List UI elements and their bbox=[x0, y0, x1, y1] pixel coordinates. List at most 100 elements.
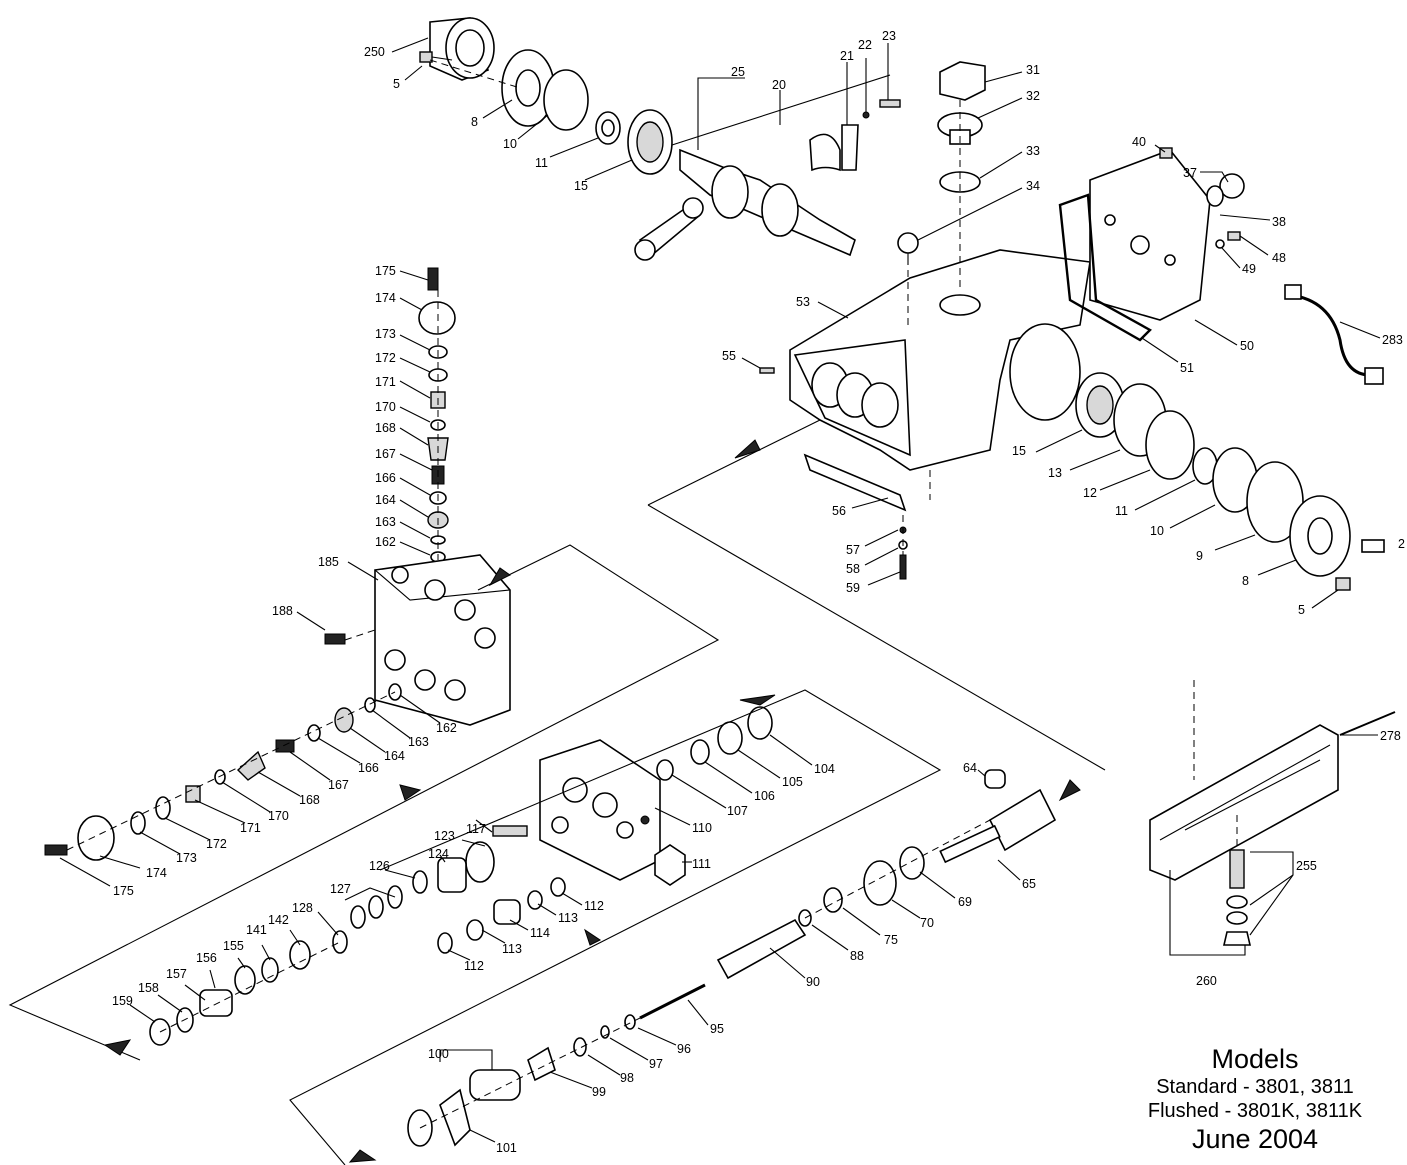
label-96: 96 bbox=[677, 1042, 691, 1056]
oring-172-left bbox=[155, 796, 171, 820]
label-113-lower: 113 bbox=[502, 942, 522, 956]
plunger-90 bbox=[716, 918, 807, 980]
label-59: 59 bbox=[846, 581, 860, 595]
label-167-left: 167 bbox=[328, 778, 349, 792]
bolt-59 bbox=[899, 554, 907, 580]
label-10-top: 10 bbox=[503, 137, 517, 151]
label-172-top: 172 bbox=[375, 351, 396, 365]
part-number-labels: 250 5 8 10 11 15 25 20 21 22 23 31 32 33… bbox=[112, 29, 1405, 1155]
label-31: 31 bbox=[1026, 63, 1040, 77]
label-283: 283 bbox=[1382, 333, 1403, 347]
label-97: 97 bbox=[649, 1057, 663, 1071]
bolt-117 bbox=[492, 825, 528, 837]
oring-38 bbox=[1206, 185, 1224, 207]
oring-112b bbox=[550, 877, 566, 897]
spring-171-left bbox=[185, 785, 201, 803]
bolt-23 bbox=[879, 99, 901, 108]
label-164-left: 164 bbox=[384, 749, 405, 763]
sight-eye-34 bbox=[897, 232, 919, 254]
label-168-left: 168 bbox=[299, 793, 320, 807]
label-34: 34 bbox=[1026, 179, 1040, 193]
key-2 bbox=[1361, 539, 1385, 553]
valve-168-left bbox=[236, 750, 266, 781]
washer-170-left bbox=[214, 769, 226, 785]
stud-255 bbox=[1229, 849, 1245, 889]
label-49: 49 bbox=[1242, 262, 1256, 276]
label-21: 21 bbox=[840, 49, 854, 63]
plane-outline-1 bbox=[647, 419, 821, 506]
models-standard: Standard - 3801, 3811 bbox=[1156, 1076, 1354, 1098]
label-260: 260 bbox=[1196, 974, 1217, 988]
label-56: 56 bbox=[832, 504, 846, 518]
label-163-top: 163 bbox=[375, 515, 396, 529]
nut-99 bbox=[527, 1046, 556, 1082]
gasket-51 bbox=[1058, 193, 1152, 342]
bolt-5-side bbox=[1335, 577, 1351, 591]
plug-37 bbox=[1219, 173, 1245, 199]
rod-cap-21 bbox=[809, 133, 841, 172]
label-107: 107 bbox=[727, 804, 748, 818]
seal-69 bbox=[899, 846, 925, 880]
pin-55 bbox=[759, 367, 775, 374]
label-98: 98 bbox=[620, 1071, 634, 1085]
label-157: 157 bbox=[166, 967, 187, 981]
label-171-left: 171 bbox=[240, 821, 261, 835]
label-174-top: 174 bbox=[375, 291, 396, 305]
oring-10-top bbox=[543, 69, 589, 131]
manifold-185 bbox=[374, 554, 511, 726]
label-162-left: 162 bbox=[436, 721, 457, 735]
rail-260 bbox=[1149, 724, 1339, 881]
label-170-left: 170 bbox=[268, 809, 289, 823]
crosshead-65 bbox=[988, 788, 1057, 852]
models-date: June 2004 bbox=[1191, 1124, 1319, 1154]
bolt-175-top bbox=[427, 267, 439, 291]
ring-113b bbox=[527, 890, 543, 910]
label-111: 111 bbox=[692, 857, 711, 871]
label-142: 142 bbox=[268, 913, 289, 927]
ring-96 bbox=[624, 1014, 636, 1030]
label-64: 64 bbox=[963, 761, 977, 775]
label-167-top: 167 bbox=[375, 447, 396, 461]
label-15-top: 15 bbox=[574, 179, 588, 193]
label-110: 110 bbox=[692, 821, 712, 835]
spring-167-left bbox=[275, 739, 295, 753]
label-166-left: 166 bbox=[358, 761, 379, 775]
label-117: 117 bbox=[466, 822, 486, 836]
oring-112a bbox=[437, 932, 453, 954]
plug-48 bbox=[1227, 231, 1241, 241]
label-55: 55 bbox=[722, 349, 736, 363]
label-171-top: 171 bbox=[375, 375, 396, 389]
label-8-side: 8 bbox=[1242, 574, 1249, 588]
label-250: 250 bbox=[364, 45, 385, 59]
washer-98 bbox=[573, 1037, 587, 1057]
label-101: 101 bbox=[496, 1141, 517, 1155]
label-166-top: 166 bbox=[375, 471, 396, 485]
label-10-side: 10 bbox=[1150, 524, 1164, 538]
label-50: 50 bbox=[1240, 339, 1254, 353]
label-13: 13 bbox=[1048, 466, 1062, 480]
bolt-278 bbox=[1339, 711, 1396, 736]
label-163-left: 163 bbox=[408, 735, 429, 749]
label-174-left: 174 bbox=[146, 866, 167, 880]
label-172-left: 172 bbox=[206, 837, 227, 851]
label-38: 38 bbox=[1272, 215, 1286, 229]
label-65: 65 bbox=[1022, 877, 1036, 891]
oring-163-left bbox=[364, 697, 376, 713]
oring-104 bbox=[747, 706, 773, 740]
ring-173-left bbox=[130, 811, 146, 835]
label-11-side: 11 bbox=[1115, 504, 1128, 518]
label-22: 22 bbox=[858, 38, 872, 52]
models-caption: Models Standard - 3801, 3811 Flushed - 3… bbox=[1105, 1043, 1405, 1155]
pin-64 bbox=[984, 769, 1006, 789]
label-70: 70 bbox=[920, 916, 934, 930]
label-75: 75 bbox=[884, 933, 898, 947]
label-255: 255 bbox=[1296, 859, 1317, 873]
bolt-188 bbox=[324, 633, 346, 645]
label-159: 159 bbox=[112, 994, 133, 1008]
label-156: 156 bbox=[196, 951, 217, 965]
oring-155 bbox=[261, 957, 279, 983]
seal-127b bbox=[368, 895, 384, 919]
retainer-142 bbox=[289, 940, 311, 970]
label-90: 90 bbox=[806, 975, 820, 989]
oil-pan-56 bbox=[803, 453, 907, 512]
